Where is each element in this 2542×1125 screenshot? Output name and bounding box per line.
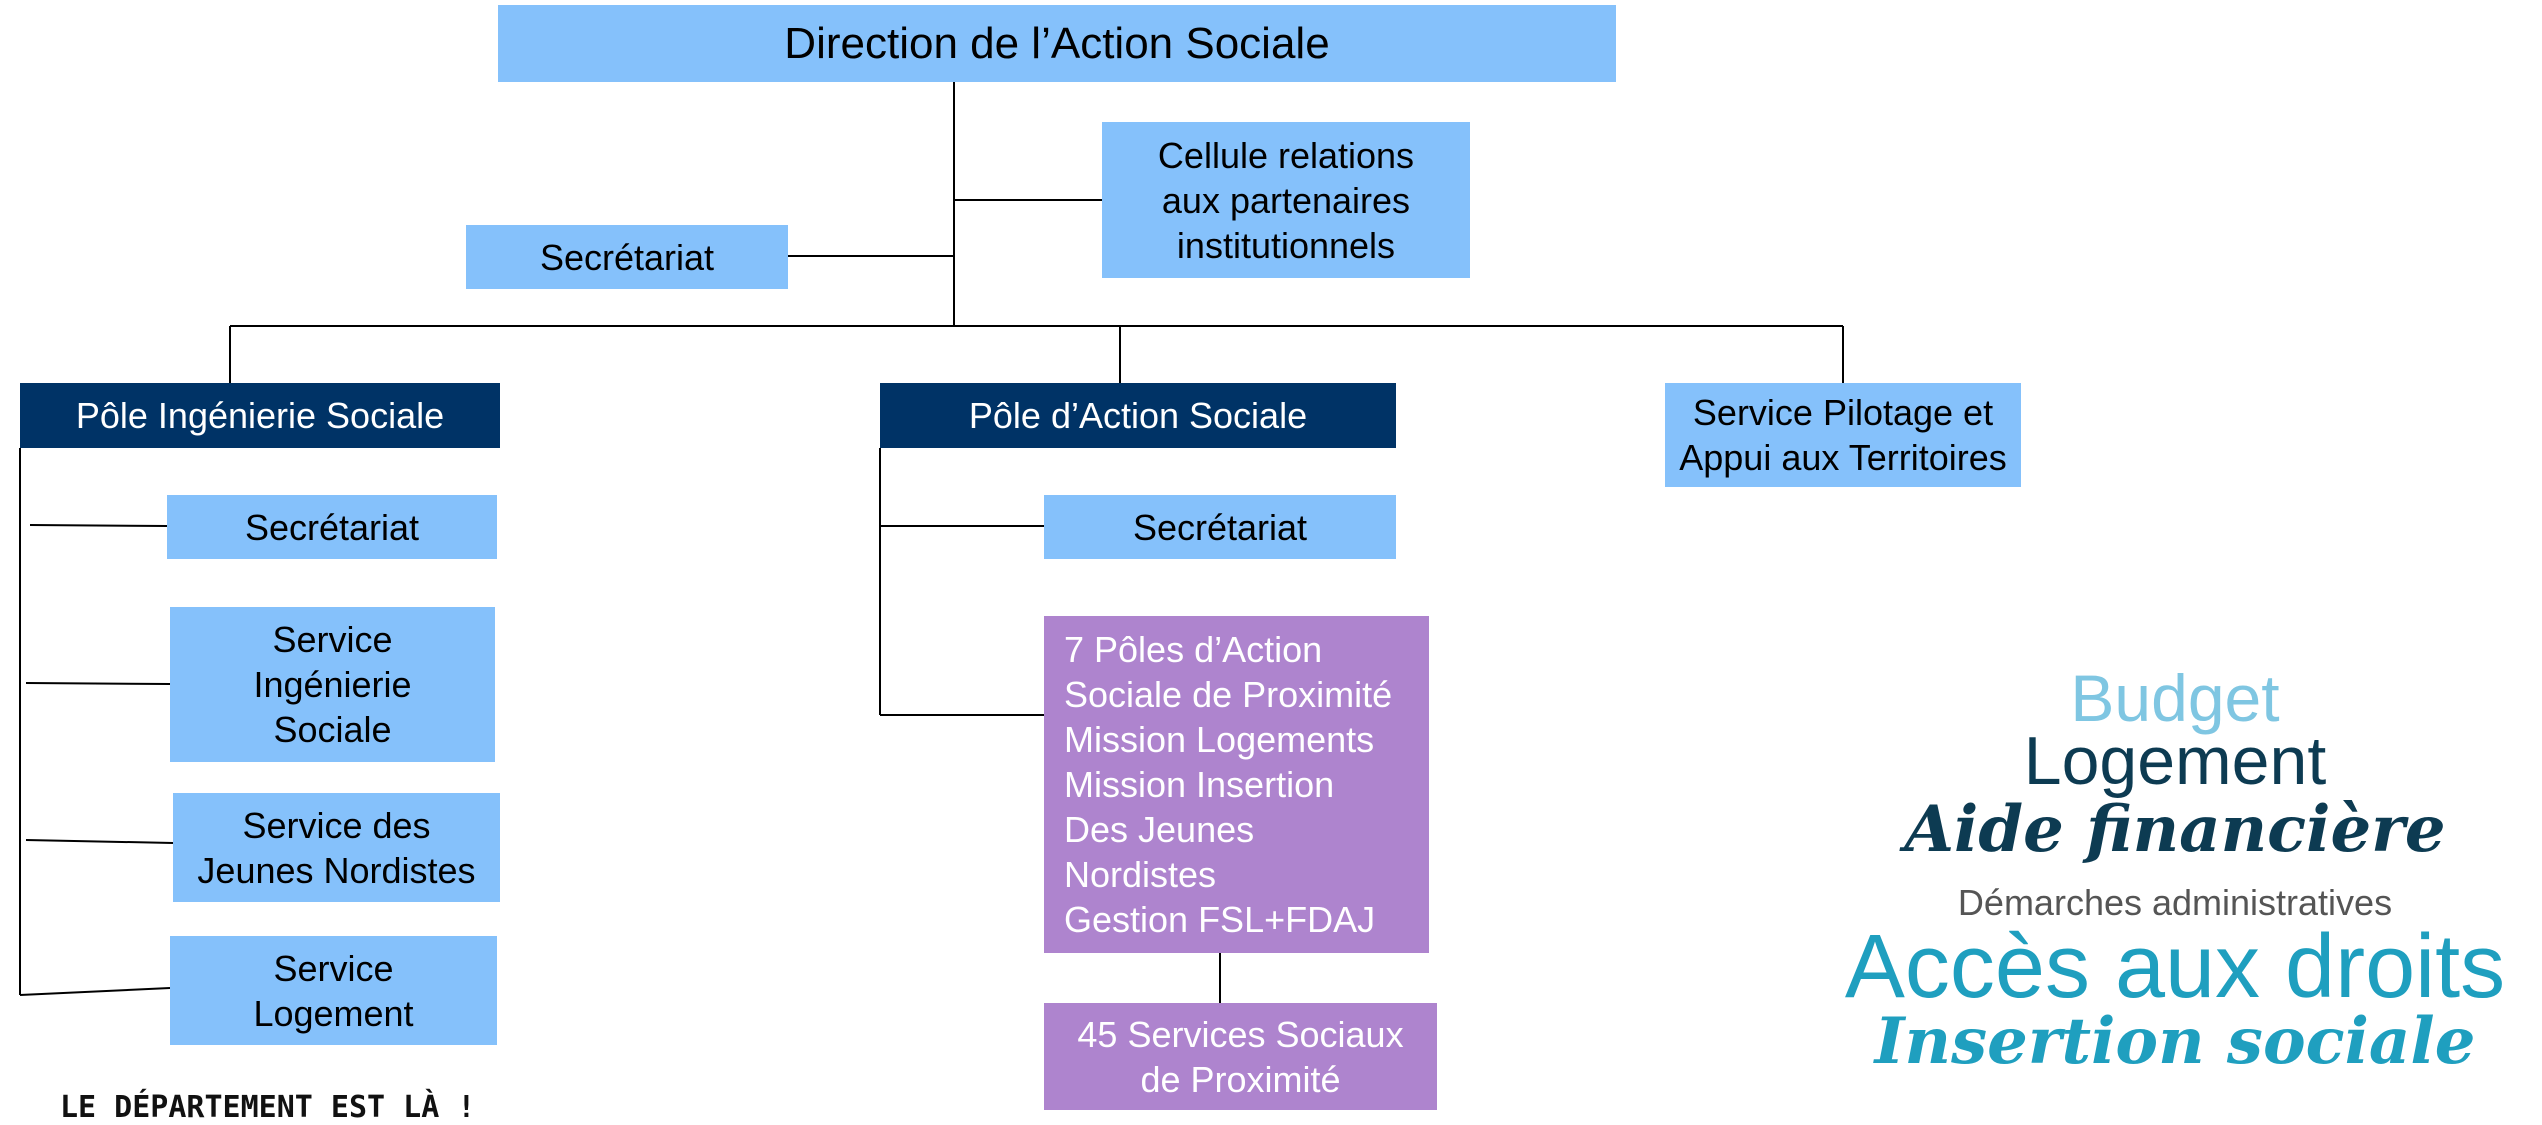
service-ingenierie-box: Service Ingénierie Sociale bbox=[170, 607, 495, 762]
poles-proximite-box: 7 Pôles d’Action Sociale de Proximité Mi… bbox=[1044, 616, 1429, 953]
pole-ingenierie-box: Pôle Ingénierie Sociale bbox=[20, 383, 500, 448]
pole-action-box: Pôle d’Action Sociale bbox=[880, 383, 1396, 448]
root-secretariat-box: Secrétariat bbox=[466, 225, 788, 289]
services-sociaux-box: 45 Services Sociaux de Proximité bbox=[1044, 1003, 1437, 1110]
service-pilotage-box: Service Pilotage et Appui aux Territoire… bbox=[1665, 383, 2021, 487]
root-box: Direction de l’Action Sociale bbox=[498, 5, 1616, 82]
ingenierie-secretariat-box: Secrétariat bbox=[167, 495, 497, 559]
service-jeunes-nordistes-box: Service des Jeunes Nordistes bbox=[173, 793, 500, 902]
word-budget: Budget bbox=[2070, 661, 2280, 735]
action-secretariat-box: Secrétariat bbox=[1044, 495, 1396, 559]
word-aide-financiere: Aide financière bbox=[1904, 792, 2446, 867]
footer-note: LE DÉPARTEMENT EST LÀ ! bbox=[60, 1090, 476, 1125]
word-insertion: Insertion sociale bbox=[1874, 1004, 2476, 1079]
word-acces: Accès aux droits bbox=[1844, 917, 2506, 1017]
cellule-box: Cellule relations aux partenaires instit… bbox=[1102, 122, 1470, 278]
service-logement-box: Service Logement bbox=[170, 936, 497, 1045]
word-cloud: Budget Logement Aide financière Démarche… bbox=[1825, 665, 2525, 1085]
word-demarches: Démarches administratives bbox=[1957, 882, 2393, 923]
word-logement: Logement bbox=[2023, 723, 2327, 799]
